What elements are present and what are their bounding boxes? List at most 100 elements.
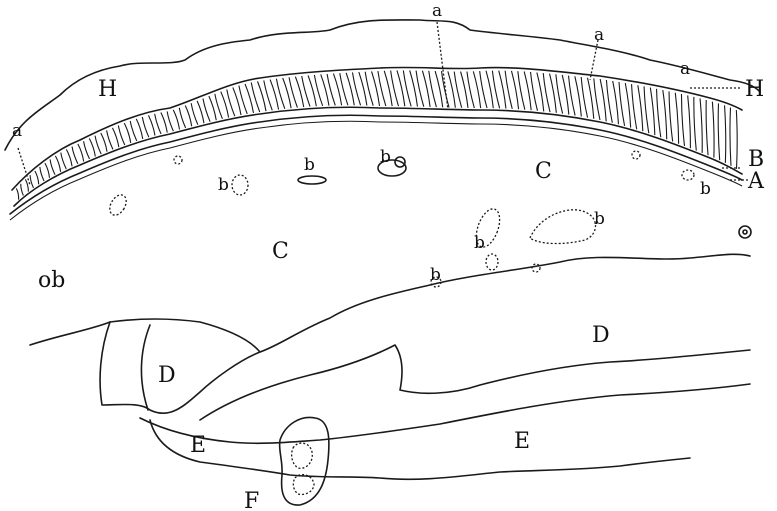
columnar-cell-wall	[700, 98, 702, 152]
vessel-F-inner	[292, 443, 313, 468]
label-b-6: b	[594, 209, 605, 229]
columnar-cell-wall	[556, 74, 563, 113]
columnar-cell-wall	[136, 119, 142, 139]
dot-3	[532, 264, 540, 272]
columnar-cell-wall	[429, 71, 437, 107]
columnar-cell-wall	[221, 92, 229, 118]
columnar-cell-wall	[454, 72, 461, 108]
muscle-layer-D-lower	[200, 345, 750, 420]
columnar-cell-wall	[587, 78, 593, 119]
label-F: F	[244, 489, 259, 511]
layer-E-lower	[150, 420, 690, 479]
cell-b-5b	[486, 254, 498, 270]
columnar-cell-wall	[638, 85, 643, 131]
columnar-cell-wall	[422, 71, 430, 107]
columnar-cell-wall	[625, 83, 630, 127]
columnar-cell-wall	[613, 81, 619, 124]
label-B: B	[748, 147, 764, 172]
columnar-cell-wall	[644, 86, 649, 133]
columnar-cell-wall	[569, 76, 576, 116]
columnar-cell-wall	[663, 90, 667, 139]
columnar-cell-wall	[185, 105, 191, 126]
columnar-cell-wall	[736, 110, 737, 169]
muscle-layer-D-upper	[30, 254, 750, 352]
columnar-cell-wall	[191, 103, 198, 125]
columnar-cell-wall	[442, 71, 450, 107]
vessel-F	[280, 417, 329, 505]
label-b-5: b	[474, 233, 485, 253]
label-C-right: C	[535, 159, 552, 184]
columnar-cell-wall	[486, 71, 493, 108]
label-a-3: a	[680, 59, 690, 79]
label-A: A	[747, 169, 765, 194]
columnar-cell-wall	[61, 153, 66, 169]
muscle-fold-D-2	[141, 325, 150, 410]
columnar-cell-wall	[531, 72, 538, 111]
label-b-1: b	[218, 175, 229, 195]
columnar-cell-wall	[30, 175, 33, 188]
columnar-cell-wall	[575, 76, 581, 116]
columnar-cell-wall	[619, 82, 625, 126]
label-a-2: a	[594, 25, 604, 45]
columnar-cell-wall	[107, 130, 113, 149]
columnar-cell-wall	[55, 156, 60, 172]
label-a-1: a	[432, 1, 442, 21]
epithelium-outer-edge	[12, 67, 742, 190]
columnar-cell-wall	[118, 125, 124, 144]
columnar-cell-wall	[675, 93, 678, 144]
label-D-right: D	[592, 323, 610, 348]
columnar-cell-wall	[669, 91, 673, 141]
columnar-cell-wall	[148, 115, 154, 135]
columnar-cell-wall	[606, 80, 612, 123]
columnar-cell-wall	[537, 72, 544, 111]
columnar-cell-wall	[694, 97, 696, 151]
label-a-4: a	[12, 121, 22, 141]
columnar-cell-wall	[473, 71, 480, 108]
columnar-cell-wall	[467, 72, 474, 108]
columnar-cell-wall	[499, 71, 506, 109]
columnar-cell-wall	[142, 117, 148, 137]
columnar-cell-wall	[95, 136, 101, 154]
columnar-cell-wall	[173, 110, 179, 130]
columnar-cell-wall	[650, 88, 654, 136]
columnar-cell-wall	[112, 128, 118, 147]
columnar-cell-wall	[179, 108, 185, 128]
columnar-cell-wall	[543, 73, 550, 112]
label-H-right: H	[745, 77, 764, 102]
basement-membrane-B-2	[10, 121, 742, 220]
cell-b-1	[106, 192, 129, 218]
columnar-cell-wall	[167, 111, 173, 131]
columnar-cells	[16, 70, 737, 199]
columnar-cell-wall	[600, 79, 606, 121]
columnar-cell-wall	[78, 144, 84, 162]
cell-b-7	[682, 170, 694, 180]
label-b-3: b	[380, 147, 391, 167]
cell-b-2	[232, 175, 248, 195]
columnar-cell-wall	[66, 149, 72, 166]
columnar-cell-wall	[688, 95, 691, 148]
cell-b-6	[530, 210, 596, 244]
columnar-cell-wall	[524, 72, 531, 111]
columnar-cell-wall	[725, 105, 726, 163]
label-H-left: H	[98, 77, 117, 102]
columnar-cell-wall	[435, 71, 443, 107]
columnar-cell-wall	[84, 141, 90, 159]
columnar-cell-wall	[730, 108, 731, 166]
columnar-cell-wall	[72, 147, 78, 164]
columnar-cell-wall	[518, 71, 525, 109]
label-b-4: b	[700, 179, 711, 199]
columnar-cell-wall	[461, 72, 468, 108]
columnar-cell-wall	[155, 114, 161, 134]
columnar-cell-wall	[130, 121, 136, 141]
dot-1	[174, 156, 182, 164]
dot-5-inner	[743, 230, 747, 234]
columnar-cell-wall	[161, 112, 167, 132]
label-E-right: E	[514, 429, 530, 454]
columnar-cell-wall	[594, 78, 600, 120]
columnar-cell-wall	[505, 71, 512, 109]
columnar-cell-wall	[89, 138, 95, 156]
columnar-cell-wall	[25, 179, 28, 191]
columnar-cell-wall	[718, 103, 719, 160]
